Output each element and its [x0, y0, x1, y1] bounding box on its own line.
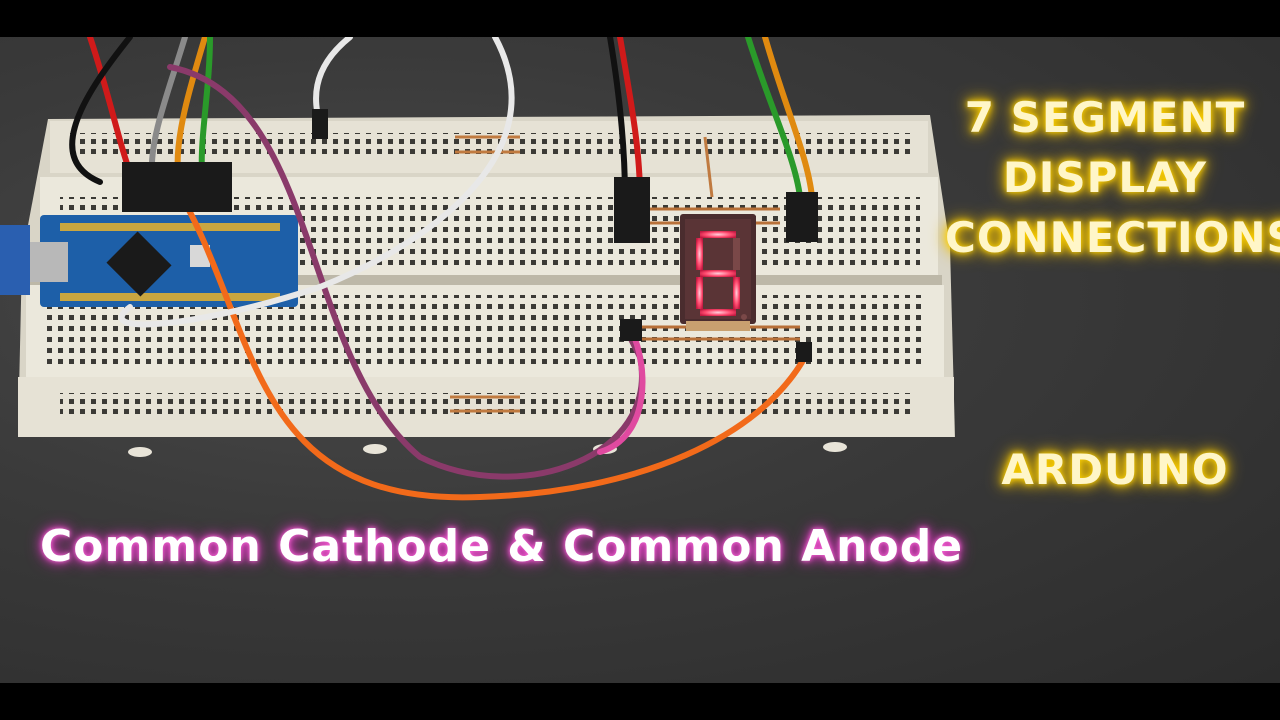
- brand-label: ARDUINO: [1000, 440, 1230, 500]
- arduino-nano-board: [0, 215, 298, 307]
- caption: Common Cathode & Common Anode: [40, 521, 964, 572]
- title-line-3: CONNECTIONS: [945, 213, 1280, 262]
- title-block: 7 SEGMENT DISPLAY CONNECTIONS: [945, 88, 1280, 268]
- photo-scene: [0, 37, 1280, 683]
- breadboard-illustration: [0, 37, 955, 501]
- seven-segment-display: [680, 214, 756, 331]
- wire-connectors: [122, 109, 818, 362]
- brand-text: ARDUINO: [1001, 445, 1229, 494]
- title-line-2: DISPLAY: [1002, 153, 1208, 202]
- title-line-1: 7 SEGMENT: [964, 93, 1246, 142]
